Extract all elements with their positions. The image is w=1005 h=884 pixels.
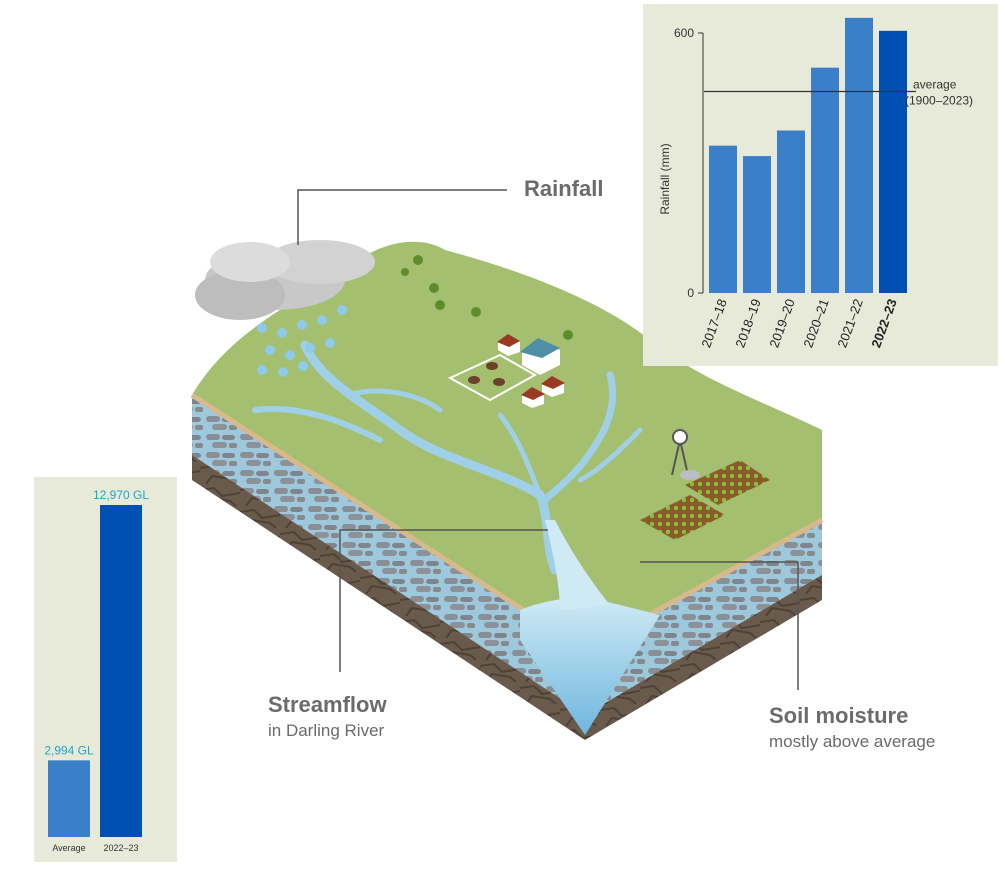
rainfall-y-axis-label: Rainfall (mm) (658, 143, 672, 214)
rainfall-y-tick-label: 600 (674, 26, 694, 40)
soil-callout-subtitle: mostly above average (769, 732, 936, 751)
rainfall-x-tick-label: 2019–20 (766, 297, 797, 350)
streamflow-x-tick-label: 2022–23 (103, 843, 138, 853)
rain-cloud-icon (195, 240, 375, 320)
rainfall-bar (777, 130, 805, 293)
paddock-fence (447, 353, 538, 402)
rainfall-average-label: average (913, 78, 957, 92)
soil-callout-title: Soil moisture (769, 703, 909, 728)
rainfall-x-tick-label: 2022–23 (868, 297, 899, 350)
river-canyon (520, 598, 660, 735)
block-left-rock-layer (192, 395, 585, 715)
streamflow-chart-panel: 2,994 GL 12,970 GL Average 2022–23 (34, 477, 177, 862)
water-tank-icon (680, 470, 700, 480)
rainfall-chart-panel: 0 600 Rainfall (mm) average (1900–2023) 2… (643, 4, 998, 366)
streamflow-leader-line (339, 529, 548, 672)
crop-field-icon-2 (685, 460, 770, 505)
streamflow-data-label: 2,994 GL (44, 743, 94, 757)
rainfall-x-tick-label: 2017–18 (698, 297, 729, 350)
rainfall-bar (709, 145, 737, 293)
grass-surface (192, 241, 822, 650)
rainfall-y-tick-label: 0 (687, 286, 694, 300)
rainfall-bar (811, 67, 839, 293)
streamflow-bar-chart: 2,994 GL 12,970 GL Average 2022–23 (44, 488, 149, 853)
raindrop-icon (257, 305, 347, 377)
rainfall-bar (879, 30, 907, 293)
windmill-icon (671, 429, 689, 476)
rainfall-callout-title: Rainfall (524, 176, 604, 201)
rainfall-bar (743, 156, 771, 293)
rainfall-leader-line (297, 189, 507, 245)
crop-field-icon (640, 495, 725, 540)
streamflow-callout-subtitle: in Darling River (268, 721, 385, 740)
farmhouse-icon (497, 334, 565, 408)
cow-icon (468, 362, 505, 386)
rainfall-bar-chart: 0 600 Rainfall (mm) average (1900–2023) 2… (658, 17, 973, 350)
rainfall-average-period-label: (1900–2023) (905, 94, 973, 108)
rainfall-x-tick-label: 2018–19 (732, 297, 763, 350)
streamflow-bar (100, 505, 142, 837)
rainfall-x-tick-label: 2021–22 (834, 297, 865, 350)
streamflow-bar (48, 760, 90, 837)
rainfall-bar (845, 17, 873, 293)
streamflow-data-label: 12,970 GL (93, 488, 149, 502)
waterfall (545, 520, 610, 610)
block-right-rock-layer (585, 520, 822, 715)
streamflow-x-tick-label: Average (52, 843, 85, 853)
rainfall-x-tick-label: 2020–21 (800, 297, 831, 350)
streamflow-callout-title: Streamflow (268, 692, 387, 717)
tree-icon (401, 255, 573, 340)
soil-leader-line (640, 561, 799, 690)
